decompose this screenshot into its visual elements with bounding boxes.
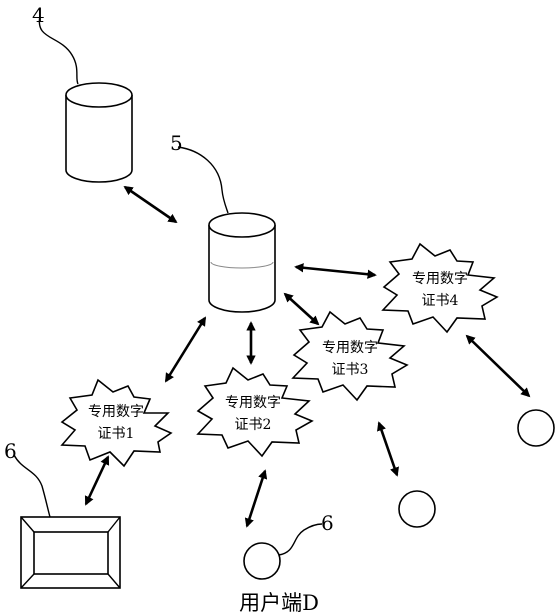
- arrow-server-cert3: [283, 292, 320, 326]
- client-node-3: [398, 490, 436, 528]
- client-node: [243, 542, 281, 580]
- certificate-4-line2: 证书4: [422, 293, 459, 309]
- certificate-2: 专用数字 证书2: [196, 366, 314, 458]
- arrow-cert2-client: [244, 469, 268, 528]
- arrow-cert4-client4: [465, 334, 531, 398]
- leader-line-6-client: [278, 523, 323, 556]
- certificate-3-line1: 专用数字: [322, 340, 378, 356]
- arrow-cert1-terminal: [84, 455, 110, 506]
- client-caption: 用户端D: [239, 591, 319, 615]
- certificate-4-line1: 专用数字: [412, 271, 468, 287]
- ref-label-6-terminal: 6: [4, 439, 17, 463]
- database-4: [65, 82, 133, 183]
- arrow-server-cert4: [294, 263, 377, 279]
- certificate-1-line2: 证书1: [98, 426, 135, 442]
- arrow-cert3-client3: [377, 421, 399, 477]
- server-database-5: [208, 212, 276, 313]
- leader-line-4: [38, 15, 79, 85]
- terminal-6: [20, 516, 121, 589]
- ref-label-6-client: 6: [321, 511, 334, 535]
- arrow-server-cert1: [164, 316, 207, 383]
- certificate-1-line1: 专用数字: [88, 404, 144, 420]
- certificate-1: 专用数字 证书1: [60, 378, 173, 468]
- certificate-4: 专用数字 证书4: [381, 242, 499, 334]
- certificate-2-line1: 专用数字: [225, 395, 281, 411]
- leader-line-5: [177, 146, 229, 214]
- certificate-3: 专用数字 证书3: [291, 310, 409, 402]
- ref-label-4: 4: [32, 3, 45, 27]
- ref-label-5: 5: [170, 131, 183, 155]
- certificate-2-line2: 证书2: [235, 417, 272, 433]
- leader-line-6-terminal: [13, 454, 51, 518]
- arrow-db4-server: [123, 185, 178, 224]
- certificate-3-line2: 证书3: [332, 362, 369, 378]
- client-node-4: [517, 409, 555, 447]
